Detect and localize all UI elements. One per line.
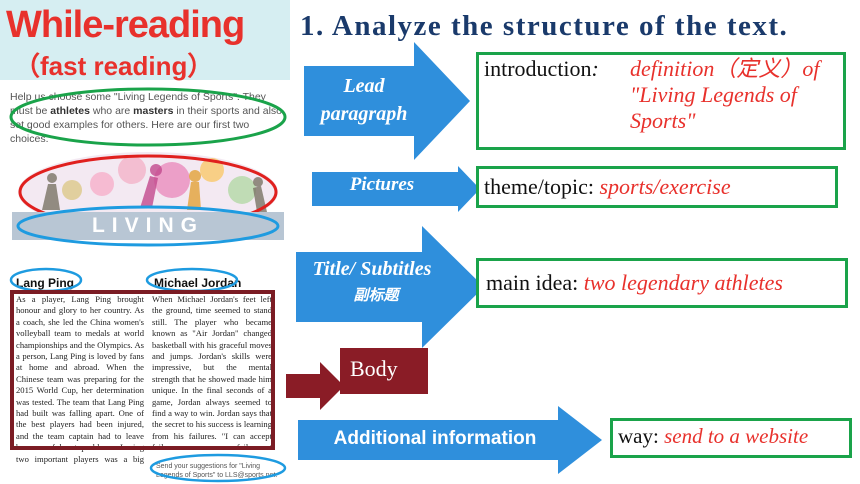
body-label: Body: [350, 356, 398, 381]
box-introduction: [476, 52, 846, 150]
column-text-michael-jordan: When Michael Jordan's feet left the grou…: [152, 294, 272, 450]
body-highlight-box: [10, 290, 275, 450]
footnote-text: Send your suggestions for "Living Legend…: [156, 463, 278, 479]
arrow-pictures: [312, 166, 480, 212]
arrow-label-pictures: Pictures: [349, 174, 415, 195]
arrow-label-title-cn: 副标题: [353, 286, 399, 304]
section-subtitle: （fast reading）: [14, 51, 214, 81]
highlight-ellipse-footnote: [149, 453, 287, 483]
main-idea-line: main idea: two legendary athletes: [486, 270, 783, 295]
arrow-title-subtitles: [296, 226, 484, 348]
body-label-box: [340, 348, 428, 394]
arrow-lead-paragraph: [304, 42, 470, 160]
highlight-ellipse-green: [9, 87, 287, 147]
arrow-additional-info: [298, 406, 602, 474]
slide-heading: 1. Analyze the structure of the text.: [300, 10, 789, 42]
banner-band: [12, 212, 284, 240]
lead-paragraph-text: Help us choose some "Living Legends of S…: [10, 91, 283, 145]
arrow-body-pointer: [286, 362, 344, 410]
box-theme: [476, 166, 838, 208]
column-title-michael-jordan: Michael Jordan: [154, 276, 242, 290]
section-title: While-reading: [6, 4, 245, 46]
way-line: way: send to a website: [618, 424, 809, 448]
box-main-idea: [476, 258, 848, 308]
value-introduction: definition（定义）of "Living Legends of Spor…: [630, 56, 820, 133]
column-title-lang-ping: Lang Ping: [16, 276, 74, 290]
section-badge: [0, 0, 290, 80]
box-way: [610, 418, 852, 458]
theme-line: theme/topic: sports/exercise: [484, 174, 731, 199]
arrow-label-additional: Additional information: [333, 428, 537, 449]
arrow-label-title: Title/ Subtitles: [312, 258, 432, 280]
label-introduction: introduction:: [484, 56, 599, 81]
highlight-ellipse-blue: [16, 205, 280, 247]
